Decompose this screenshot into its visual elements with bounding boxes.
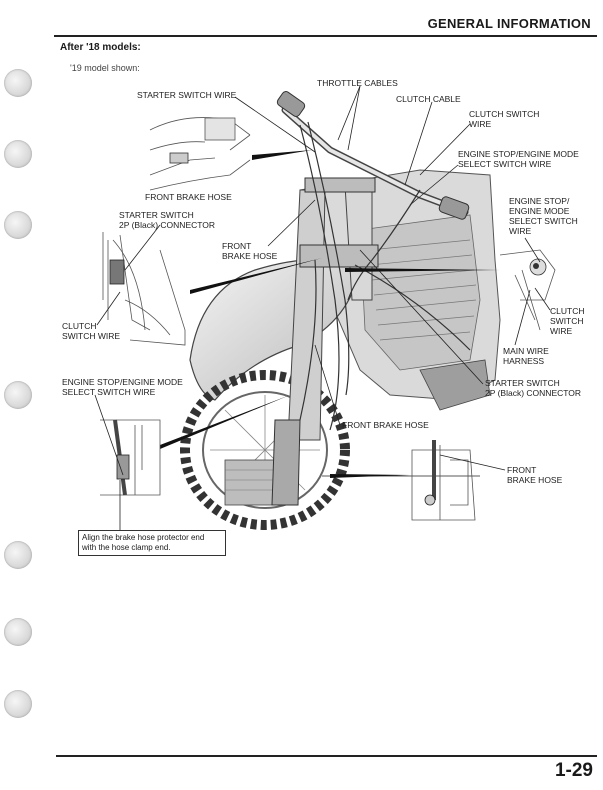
label-front-brake-hose-bottom: FRONT BRAKE HOSE: [342, 420, 429, 430]
header-rule: [54, 35, 597, 37]
label-clutch-cable: CLUTCH CABLE: [396, 94, 461, 104]
label-engine-stop-select-right: ENGINE STOP/ ENGINE MODE SELECT SWITCH W…: [509, 196, 578, 236]
label-clutch-switch-wire-left: CLUTCH SWITCH WIRE: [62, 321, 121, 341]
label-front-brake-hose-top: FRONT BRAKE HOSE: [145, 192, 232, 202]
binder-hole: [4, 618, 32, 646]
binder-hole: [4, 211, 32, 239]
label-front-brake-hose-right: FRONT BRAKE HOSE: [507, 465, 563, 485]
label-throttle-cables: THROTTLE CABLES: [317, 78, 398, 88]
label-starter-switch-wire: STARTER SWITCH WIRE: [137, 90, 237, 100]
binder-hole: [4, 69, 32, 97]
label-main-wire-harness: MAIN WIRE HARNESS: [503, 346, 549, 366]
footer-rule: [56, 755, 597, 757]
label-clutch-switch-wire-right: CLUTCH SWITCH WIRE: [550, 306, 585, 336]
caution-box: Align the brake hose protector end with …: [78, 530, 226, 556]
label-engine-stop-select-left: ENGINE STOP/ENGINE MODE SELECT SWITCH WI…: [62, 377, 183, 397]
binder-hole: [4, 381, 32, 409]
label-starter-switch-connector-left: STARTER SWITCH 2P (Black) CONNECTOR: [119, 210, 216, 230]
label-clutch-switch-wire-top: CLUTCH SWITCH WIRE: [469, 109, 540, 129]
binder-hole: [4, 140, 32, 168]
label-engine-stop-select-top: ENGINE STOP/ENGINE MODE SELECT SWITCH WI…: [458, 149, 579, 169]
section-heading: After '18 models:: [60, 42, 141, 53]
page-number: 1-29: [554, 760, 593, 781]
binder-hole: [4, 541, 32, 569]
binder-hole: [4, 690, 32, 718]
label-starter-switch-connector-right: STARTER SWITCH 2P (Black) CONNECTOR: [485, 378, 582, 398]
page-header-title: GENERAL INFORMATION: [427, 16, 591, 31]
label-front-brake-hose-center: FRONT BRAKE HOSE: [222, 241, 278, 261]
model-note: '19 model shown:: [70, 63, 140, 73]
